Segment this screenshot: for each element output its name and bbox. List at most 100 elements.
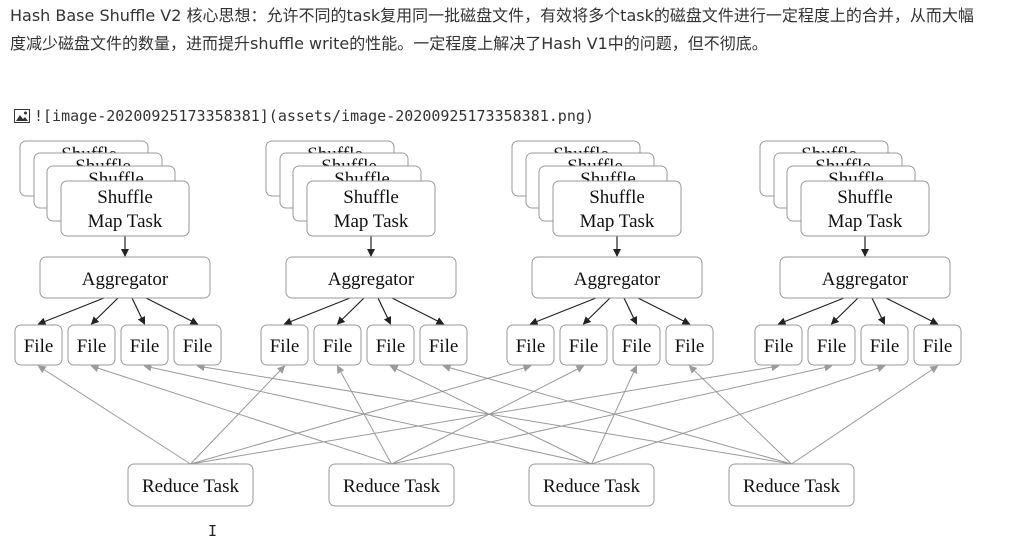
map-task-box <box>552 180 682 237</box>
file-label: File <box>24 336 54 357</box>
file-label: File <box>183 336 213 357</box>
file-box <box>506 324 555 366</box>
aggregator-to-file-arrow <box>37 297 105 326</box>
aggregator-to-file-arrow <box>637 297 691 325</box>
reduce-task-box <box>728 463 855 507</box>
map-group-4: ShuffleShuffleShuffleShuffleMap TaskAggr… <box>754 140 962 366</box>
file-label: File <box>323 336 353 357</box>
aggregator-to-file-arrow <box>131 297 146 325</box>
aggregator-box <box>285 256 457 299</box>
reduce-to-file-arrow <box>190 363 780 465</box>
aggregator-to-file-arrow <box>283 297 351 326</box>
file-box <box>559 324 608 366</box>
reduce-to-file-arrow <box>791 365 939 465</box>
aggregator-to-file-arrow <box>529 297 597 326</box>
file-box <box>913 324 962 366</box>
aggregator-to-file-arrow <box>623 297 638 325</box>
file-box <box>612 324 661 366</box>
aggregator-to-file-arrow <box>377 297 392 325</box>
reduce-to-file-arrow <box>196 363 792 465</box>
reduce-to-file-arrow <box>391 363 833 465</box>
file-label: File <box>870 336 900 357</box>
file-label: File <box>77 336 107 357</box>
map-task-label-line1: Shuffle <box>837 187 893 208</box>
map-task-label-line1: Shuffle <box>343 187 399 208</box>
reduce-task-label: Reduce Task <box>743 476 840 497</box>
file-label: File <box>923 336 953 357</box>
reduce-to-file-arrow <box>688 365 792 465</box>
reduce-task-label: Reduce Task <box>543 476 640 497</box>
map-task-box <box>800 180 930 237</box>
reduce-task-label: Reduce Task <box>142 476 239 497</box>
reduce-to-file-arrow <box>37 365 191 465</box>
map-task-label-line2: Map Task <box>88 211 163 232</box>
aggregator-box <box>531 256 703 299</box>
file-label: File <box>569 336 599 357</box>
file-box <box>419 324 468 366</box>
reduce-to-file-arrow <box>190 365 286 465</box>
reduce-task-box <box>127 463 254 507</box>
file-box <box>260 324 309 366</box>
map-task-label-line2: Map Task <box>828 211 903 232</box>
file-box <box>754 324 803 366</box>
map-group-1: ShuffleShuffleShuffleShuffleMap TaskAggr… <box>14 140 222 366</box>
aggregator-to-file-arrow <box>777 297 845 326</box>
reduce-to-file-arrow <box>391 365 585 465</box>
file-label: File <box>516 336 546 357</box>
aggregator-label: Aggregator <box>574 269 661 290</box>
aggregator-label: Aggregator <box>822 269 909 290</box>
reduce-to-file-arrow <box>337 365 392 465</box>
aggregator-to-file-arrow <box>885 297 939 325</box>
file-label: File <box>270 336 300 357</box>
file-box <box>67 324 116 366</box>
reduce-task-box <box>528 463 655 507</box>
reduce-task-label: Reduce Task <box>343 476 440 497</box>
file-label: File <box>130 336 160 357</box>
file-box <box>173 324 222 366</box>
aggregator-label: Aggregator <box>82 269 169 290</box>
map-task-box <box>306 180 436 237</box>
reduce-to-file-arrow <box>591 364 886 465</box>
image-reference-text: ![image-20200925173358381](assets/image-… <box>34 107 594 125</box>
reduce-to-file-arrow <box>442 364 792 465</box>
aggregator-box <box>39 256 211 299</box>
reduce-to-file-arrow <box>143 363 592 465</box>
reduce-to-file-arrow <box>190 364 532 465</box>
file-box <box>860 324 909 366</box>
image-icon <box>14 109 30 123</box>
text-cursor: I <box>208 522 218 540</box>
aggregator-to-file-arrow <box>871 297 886 325</box>
file-label: File <box>622 336 652 357</box>
aggregator-to-file-arrow <box>90 297 119 325</box>
file-box <box>313 324 362 366</box>
aggregator-to-file-arrow <box>336 297 365 325</box>
file-label: File <box>675 336 705 357</box>
file-label: File <box>817 336 847 357</box>
aggregator-to-file-arrow <box>830 297 859 325</box>
file-label: File <box>764 336 794 357</box>
file-label: File <box>429 336 459 357</box>
reduce-to-file-arrow <box>591 365 638 465</box>
aggregator-box <box>779 256 951 299</box>
map-task-label-line1: Shuffle <box>589 187 645 208</box>
map-task-label-line2: Map Task <box>580 211 655 232</box>
aggregator-to-file-arrow <box>391 297 445 325</box>
file-label: File <box>376 336 406 357</box>
file-box <box>120 324 169 366</box>
map-group-3: ShuffleShuffleShuffleShuffleMap TaskAggr… <box>506 140 714 366</box>
description-paragraph: Hash Base Shuffle V2 核心思想：允许不同的task复用同一批… <box>10 6 974 53</box>
map-task-label-line1: Shuffle <box>97 187 153 208</box>
reduce-to-file-arrow <box>90 364 392 465</box>
map-group-2: ShuffleShuffleShuffleShuffleMap TaskAggr… <box>260 140 468 366</box>
aggregator-label: Aggregator <box>328 269 415 290</box>
reduce-to-file-arrow <box>389 365 592 465</box>
file-box <box>366 324 415 366</box>
aggregator-to-file-arrow <box>145 297 199 325</box>
image-reference[interactable]: ![image-20200925173358381](assets/image-… <box>14 107 594 125</box>
map-task-label-line2: Map Task <box>334 211 409 232</box>
aggregator-to-file-arrow <box>582 297 611 325</box>
file-box <box>665 324 714 366</box>
reduce-task-box <box>328 463 455 507</box>
file-box <box>807 324 856 366</box>
